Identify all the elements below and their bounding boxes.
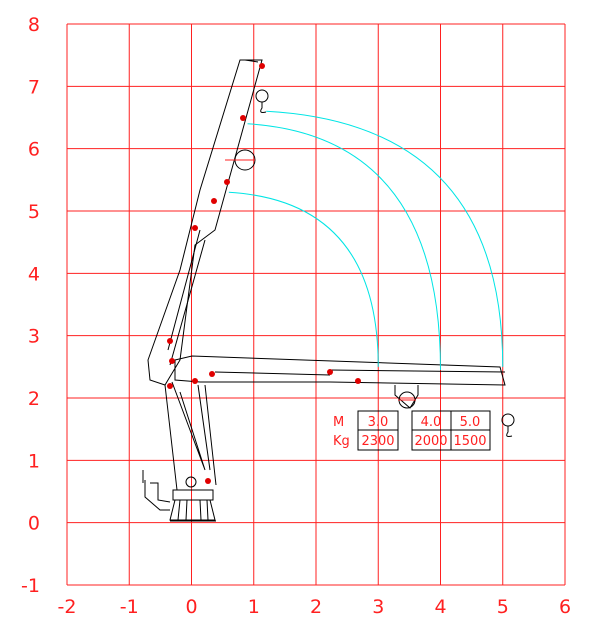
x-tick-label: -2 [58,596,77,618]
row-label-m: M [333,415,344,430]
load-table: M Kg 3.0 2300 4.0 2000 5.0 1500 [333,410,491,451]
y-tick-label: 4 [28,263,40,285]
reach-arc [266,110,504,367]
y-tick-label: 7 [28,76,40,98]
load-cell: 2300 [361,434,394,449]
outreach-cell: 5.0 [460,415,481,430]
y-tick-label: 3 [28,326,40,348]
y-tick-label: 5 [28,201,40,223]
row-label-kg: Kg [333,434,350,449]
load-cell: 1500 [453,434,486,449]
x-tick-label: 3 [372,596,384,618]
y-tick-label: 8 [28,14,40,36]
x-tick-label: 6 [559,596,571,618]
jib-boom [174,355,506,386]
y-tick-label: 0 [28,513,40,535]
pivot-pins [167,63,361,484]
outreach-cell: 3.0 [368,415,389,430]
y-tick-label: 6 [28,139,40,161]
crane-drawing [142,59,515,522]
x-tick-label: -1 [120,596,139,618]
x-tick-label: 4 [434,596,446,618]
load-cell: 2000 [414,434,447,449]
crane-hook-icon [255,89,269,113]
grid [66,23,566,586]
x-tick-label: 1 [248,596,260,618]
y-tick-label: 2 [28,388,40,410]
reach-arc [247,123,441,370]
main-boom [147,59,263,386]
crane-hook-icon [501,413,515,437]
x-tick-label: 5 [497,596,509,618]
tick-labels: -2 -1 0 1 2 3 4 5 6 -1 0 1 2 3 4 5 6 7 8 [21,14,571,618]
reach-arc [228,191,379,367]
reach-arcs [228,110,504,370]
x-tick-label: 0 [185,596,197,618]
y-tick-label: -1 [21,575,40,597]
x-tick-label: 2 [310,596,322,618]
outreach-cell: 4.0 [421,415,442,430]
crane-column [164,381,217,491]
y-tick-label: 1 [28,450,40,472]
crane-base [142,470,216,522]
